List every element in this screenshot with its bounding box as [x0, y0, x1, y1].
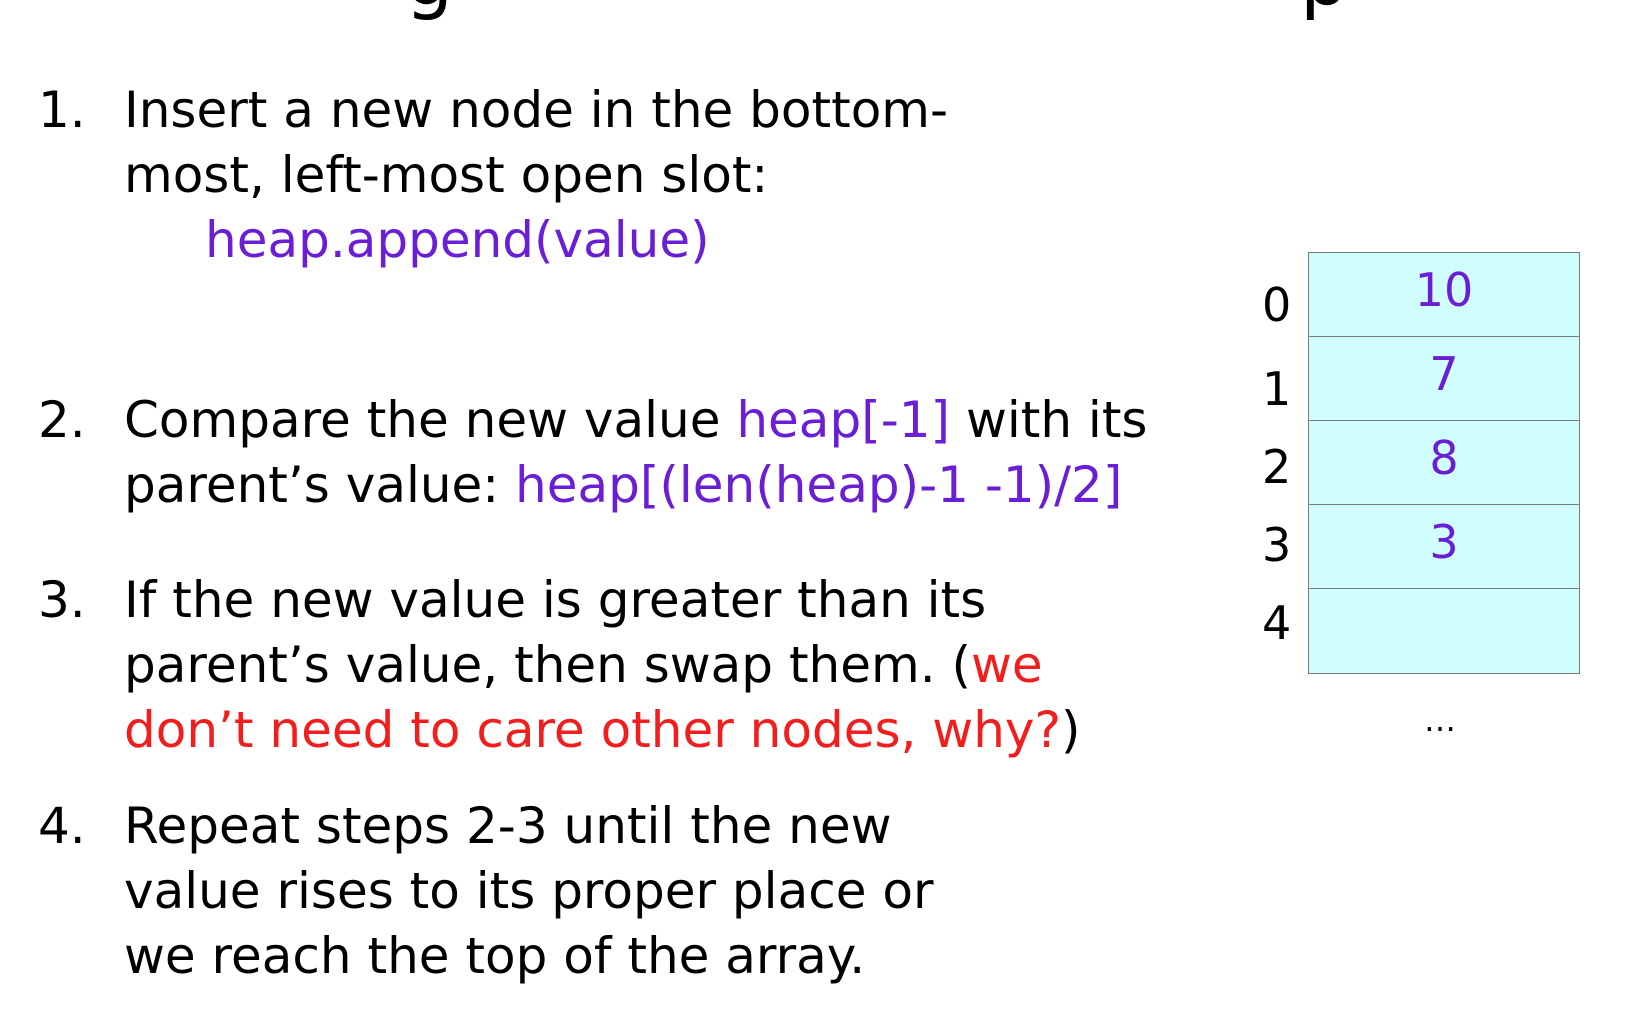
heap-array-table: 10 7 8 3	[1308, 252, 1580, 674]
step-text-line: parent’s value, then swap them. (we	[124, 633, 1043, 698]
array-value: 10	[1414, 263, 1474, 317]
step-text-line: Insert a new node in the bottom-	[124, 81, 949, 139]
array-cell: 8	[1309, 421, 1579, 505]
slide-title-fragment: g p	[0, 0, 1640, 18]
step-text: with its	[950, 391, 1148, 449]
array-value: 7	[1429, 347, 1459, 401]
highlight-note: we	[971, 636, 1043, 694]
array-cell: 10	[1309, 253, 1579, 337]
step-text-line: don’t need to care other nodes, why?)	[124, 698, 1081, 763]
step-text: )	[1061, 701, 1081, 759]
step-number: 2.	[38, 391, 86, 449]
step-text-line: most, left-most open slot:	[124, 146, 769, 204]
array-cell: 3	[1309, 505, 1579, 589]
code-snippet: heap[-1]	[736, 391, 951, 449]
code-snippet: heap[(len(heap)-1 -1)/2]	[515, 456, 1123, 514]
array-continuation-ellipsis: …	[1424, 701, 1456, 739]
step-number: 1.	[38, 81, 86, 139]
title-fragment-right: p	[1300, 0, 1348, 18]
step-text-line: Compare the new value heap[-1] with its	[124, 388, 1147, 453]
step-number: 3.	[38, 571, 86, 629]
array-value: 8	[1429, 431, 1459, 485]
array-index: 2	[1262, 440, 1292, 494]
step-text-line: If the new value is greater than its	[124, 571, 987, 629]
array-index: 3	[1262, 518, 1292, 572]
step-text-line: parent’s value: heap[(len(heap)-1 -1)/2]	[124, 453, 1122, 518]
step-text-line: Repeat steps 2-3 until the new	[124, 797, 892, 855]
highlight-note: don’t need to care other nodes, why?	[124, 701, 1062, 759]
array-value: 3	[1429, 515, 1459, 569]
step-number: 4.	[38, 797, 86, 855]
title-fragment-left: g	[405, 0, 453, 18]
step-text: parent’s value, then swap them. (	[124, 636, 971, 694]
step-text-line: we reach the top of the array.	[124, 927, 866, 985]
code-snippet: heap.append(value)	[205, 211, 710, 269]
step-text-line: value rises to its proper place or	[124, 862, 934, 920]
array-cell	[1309, 589, 1579, 673]
array-cell: 7	[1309, 337, 1579, 421]
array-index: 4	[1262, 596, 1292, 650]
step-text: parent’s value:	[124, 456, 516, 514]
array-index: 1	[1262, 362, 1292, 416]
step-text: Compare the new value	[124, 391, 737, 449]
array-index: 0	[1262, 278, 1292, 332]
